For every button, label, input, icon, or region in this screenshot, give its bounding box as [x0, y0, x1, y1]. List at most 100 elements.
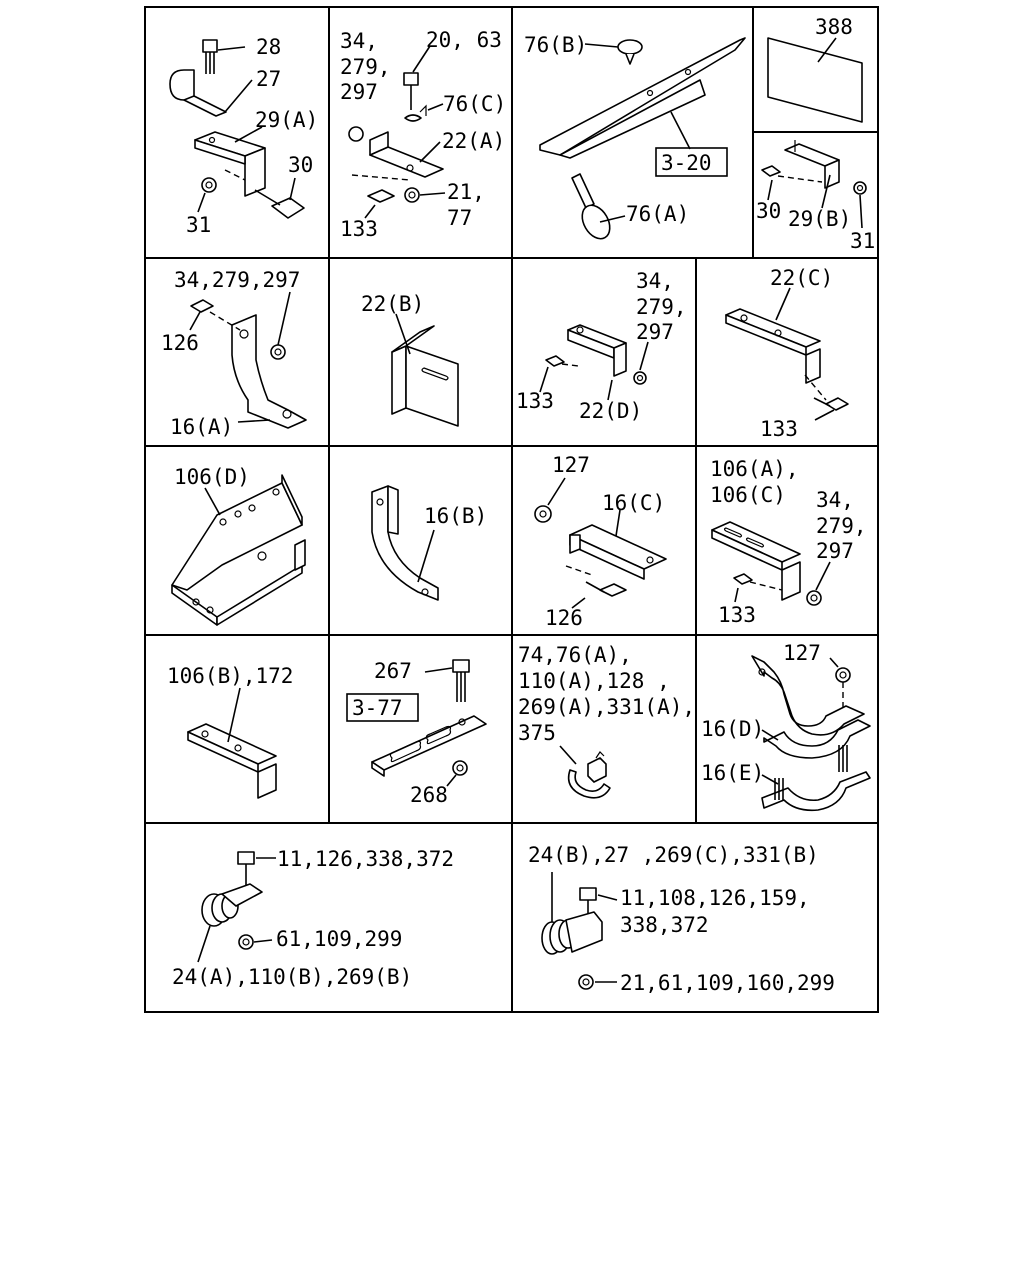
- clamp-icon: [617, 39, 643, 65]
- clip-icon: [541, 911, 603, 955]
- label: 127: [783, 641, 821, 665]
- label: 76(A): [626, 202, 689, 226]
- label: 110(A),128 ,: [518, 669, 670, 693]
- label: 16(B): [424, 504, 487, 528]
- label: 34,: [816, 488, 854, 512]
- label: 27: [256, 67, 281, 91]
- label: 388: [815, 15, 853, 39]
- label: 34,279,297: [174, 268, 300, 292]
- bracket-icon: [567, 324, 627, 377]
- strip-icon: [539, 37, 746, 156]
- stud-icon: [838, 745, 848, 772]
- label: 76(B): [524, 33, 587, 57]
- nut-icon: [835, 667, 851, 683]
- label: 127: [552, 453, 590, 477]
- bracket-icon: [391, 325, 459, 427]
- tie-icon: [571, 173, 611, 240]
- reference-box: [346, 693, 419, 722]
- bracket-icon: [751, 655, 871, 759]
- bracket-icon: [171, 474, 306, 626]
- label: 61,109,299: [276, 927, 402, 951]
- cell-bracket-106a: 106(A), 106(C) 34, 279, 297 133: [710, 457, 867, 627]
- label: 34,: [636, 269, 674, 293]
- bracket-icon: [711, 521, 801, 601]
- reference-label: 3-77: [352, 696, 403, 720]
- label: 279,: [340, 55, 391, 79]
- label: 76(C): [443, 92, 506, 116]
- bolt-icon: [761, 165, 823, 183]
- label: 106(C): [710, 483, 786, 507]
- label: 338,372: [620, 913, 709, 937]
- label: 22(D): [579, 399, 642, 423]
- label: 11,108,126,159,: [620, 886, 810, 910]
- nut-icon: [633, 371, 647, 385]
- cell-clip-24a: 11,126,338,372 61,109,299 24(A),110(B),2…: [172, 847, 454, 989]
- label: 31: [186, 213, 211, 237]
- label: 34,: [340, 29, 378, 53]
- nut-icon: [238, 934, 254, 950]
- label: 77: [447, 206, 472, 230]
- cell-band: 74,76(A), 110(A),128 , 269(A),331(A), 37…: [518, 643, 695, 799]
- grid-lines: [144, 6, 879, 1013]
- bolt-icon: [202, 39, 218, 74]
- cell-bracket-106d: 106(D): [171, 465, 306, 626]
- bracket-icon: [369, 131, 444, 178]
- bolt-icon: [351, 174, 411, 203]
- label: 268: [410, 783, 448, 807]
- cell-bracket-22c: 22(C) 133: [725, 266, 849, 441]
- bolt-icon: [545, 355, 579, 367]
- label: 30: [756, 199, 781, 223]
- label: 28: [256, 35, 281, 59]
- label: 29(A): [255, 108, 318, 132]
- bracket-icon: [187, 723, 277, 799]
- label: 106(B),172: [167, 664, 293, 688]
- plate-icon: [371, 715, 487, 777]
- sheet-icon: [767, 37, 863, 123]
- bracket-icon: [371, 485, 439, 601]
- clip-icon: [169, 69, 227, 117]
- label: 133: [760, 417, 798, 441]
- nut-icon: [534, 505, 552, 523]
- label: 267: [374, 659, 412, 683]
- bracket-icon: [569, 524, 667, 580]
- label: 126: [545, 606, 583, 630]
- bracket-icon: [194, 131, 266, 197]
- clip-icon: [201, 883, 263, 927]
- label: 21,61,109,160,299: [620, 971, 835, 995]
- nut-icon: [404, 187, 420, 203]
- bolt-icon: [190, 299, 241, 331]
- label: 106(A),: [710, 457, 799, 481]
- label: 106(D): [174, 465, 250, 489]
- reference-label: 3-20: [661, 151, 712, 175]
- reference-box: [655, 147, 728, 177]
- cell-bracket-16a: 34,279,297 126 16(A): [161, 268, 307, 439]
- label: 297: [636, 320, 674, 344]
- label: 297: [816, 539, 854, 563]
- cell-strip-3-20: 76(B) 3-20 76(A): [524, 33, 746, 240]
- band-icon: [761, 771, 871, 812]
- cell-bracket-22d: 34, 279, 297 133 22(D): [516, 269, 687, 423]
- nut-icon: [201, 177, 217, 193]
- nut-icon: [853, 181, 867, 195]
- label: 11,126,338,372: [277, 847, 454, 871]
- bolt-icon: [254, 189, 305, 219]
- nut-icon: [578, 974, 594, 990]
- cell-bracket-22a: 34, 279, 297 20, 63 76(C) 22(A) 21, 77 1…: [340, 28, 506, 241]
- label: 22(A): [442, 129, 505, 153]
- label: 16(A): [170, 415, 233, 439]
- cell-strap-3-77: 267 3-77 268: [346, 659, 487, 807]
- label: 31: [850, 229, 875, 253]
- label: 133: [340, 217, 378, 241]
- label: 24(A),110(B),269(B): [172, 965, 412, 989]
- label: 24(B),27 ,269(C),331(B): [528, 843, 819, 867]
- nut-icon: [806, 590, 822, 606]
- label: 30: [288, 153, 313, 177]
- nut-icon: [348, 126, 364, 142]
- bolt-icon: [733, 573, 783, 591]
- nut-icon: [270, 344, 286, 360]
- bracket-icon: [725, 308, 821, 384]
- bolt-icon: [452, 659, 470, 702]
- label: 16(C): [602, 491, 665, 515]
- label: 133: [718, 603, 756, 627]
